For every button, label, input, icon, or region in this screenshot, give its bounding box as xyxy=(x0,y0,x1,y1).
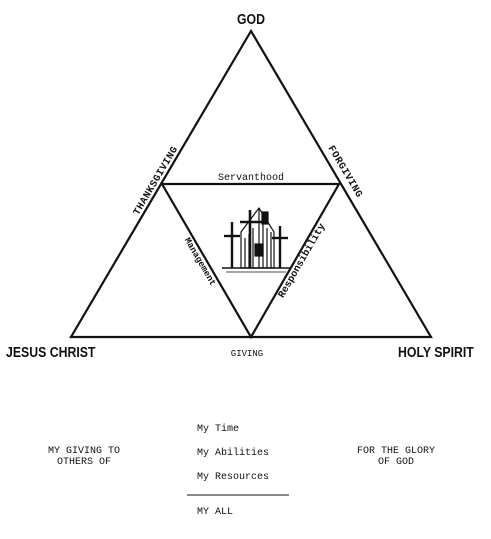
item-my-abilities: My Abilities xyxy=(197,448,270,459)
edge-label-thanksgiving: THANKSGIVING xyxy=(132,145,181,218)
item-my-time: My Time xyxy=(197,424,240,435)
giving-to-others-label: MY GIVING TO OTHERS OF xyxy=(28,446,140,468)
edge-label-giving: GIVING xyxy=(231,349,263,359)
glory-of-god-line-1: FOR THE GLORY xyxy=(356,446,435,457)
glory-of-god-label: FOR THE GLORY OF GOD xyxy=(346,446,446,468)
vertex-label-god: GOD xyxy=(237,11,265,27)
crosses-church-illustration xyxy=(222,206,290,273)
giving-to-others-line-1: MY GIVING TO xyxy=(47,446,120,457)
vertex-label-holy-spirit: HOLY SPIRIT xyxy=(398,344,474,360)
total-my-all: MY ALL xyxy=(197,507,234,518)
edge-label-responsibility: Responsibility xyxy=(276,222,328,301)
edge-label-management: Management xyxy=(182,236,218,288)
vertex-label-jesus-christ: JESUS CHRIST xyxy=(6,344,96,360)
item-my-resources: My Resources xyxy=(197,472,270,483)
edge-label-forgiving: FORGIVING xyxy=(325,144,364,200)
glory-of-god-line-2: OF GOD xyxy=(377,457,414,468)
inner-triangle xyxy=(160,182,341,340)
giving-to-others-line-2: OTHERS OF xyxy=(56,457,111,468)
edge-label-servanthood: Servanthood xyxy=(218,172,284,184)
